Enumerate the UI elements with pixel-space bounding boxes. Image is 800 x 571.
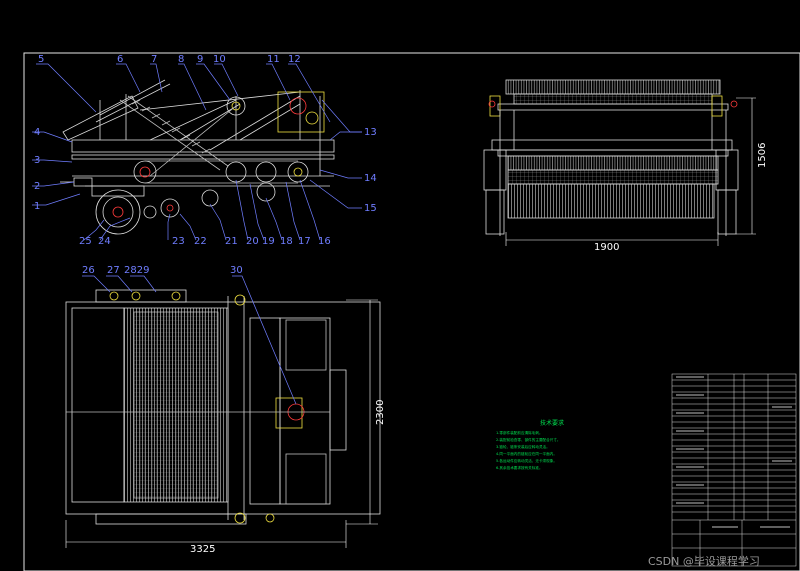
plan-view-leaders — [82, 275, 297, 405]
part-label-5: 5 — [38, 54, 44, 65]
front-view-dimensions — [505, 97, 756, 246]
part-label-2: 2 — [34, 181, 40, 192]
part-label-13: 13 — [364, 127, 377, 138]
part-label-22: 22 — [194, 236, 207, 247]
part-label-24: 24 — [98, 236, 111, 247]
tech-notes-title: 技术要求 — [540, 419, 564, 427]
part-label-3: 3 — [34, 155, 40, 166]
dim-front-height: 1506 — [757, 143, 768, 168]
tech-note-line-4: 4.同一平面内的链轮应在同一平面内。 — [496, 451, 557, 456]
part-label-26: 26 — [82, 265, 95, 276]
title-block-text-marks — [676, 376, 792, 528]
dim-plan-width: 2300 — [375, 400, 386, 425]
tech-note-line-6: 6.其余技术要求按有关标准。 — [496, 465, 543, 470]
part-label-15: 15 — [364, 203, 377, 214]
part-label-8: 8 — [178, 54, 184, 65]
side-view — [60, 79, 335, 235]
title-block — [671, 373, 797, 567]
plan-view — [65, 289, 381, 525]
part-label-17: 17 — [298, 236, 311, 247]
dim-plan-length: 3325 — [190, 544, 215, 555]
watermark: CSDN @毕设课程学习 — [648, 554, 760, 568]
part-label-23: 23 — [172, 236, 185, 247]
part-label-18: 18 — [280, 236, 293, 247]
part-label-25: 25 — [79, 236, 92, 247]
technical-requirements: 技术要求 1.零部件装配前应清除毛刺。 2.装配前检查零、部件的主要配合尺寸。 … — [496, 419, 564, 470]
part-label-11: 11 — [267, 54, 280, 65]
part-label-19: 19 — [262, 236, 275, 247]
dim-front-width: 1900 — [594, 242, 619, 253]
tech-note-line-1: 1.零部件装配前应清除毛刺。 — [496, 430, 543, 435]
part-label-4: 4 — [34, 127, 40, 138]
part-label-27: 27 — [107, 265, 120, 276]
part-label-14: 14 — [364, 173, 377, 184]
part-label-12: 12 — [288, 54, 301, 65]
part-label-2829: 2829 — [124, 265, 149, 276]
part-label-7: 7 — [151, 54, 157, 65]
part-label-9: 9 — [197, 54, 203, 65]
part-label-10: 10 — [213, 54, 226, 65]
part-label-16: 16 — [318, 236, 331, 247]
part-label-30: 30 — [230, 265, 243, 276]
tech-note-line-2: 2.装配前检查零、部件的主要配合尺寸。 — [496, 437, 561, 442]
tech-note-line-5: 5.各运动件应转动灵活、无卡滞现象。 — [496, 458, 557, 463]
side-view-label-group: 1 2 3 4 5 6 7 8 9 10 11 12 13 14 15 16 1… — [34, 54, 377, 247]
part-label-1: 1 — [34, 201, 40, 212]
front-view — [483, 79, 739, 236]
plan-view-dimensions — [65, 299, 378, 548]
part-label-20: 20 — [246, 236, 259, 247]
side-view-leaders — [32, 63, 362, 241]
part-label-6: 6 — [117, 54, 123, 65]
tech-note-line-3: 3.链轮、链条安装后应转动灵活。 — [496, 444, 550, 449]
drawing-border — [23, 52, 800, 571]
part-label-21: 21 — [225, 236, 238, 247]
